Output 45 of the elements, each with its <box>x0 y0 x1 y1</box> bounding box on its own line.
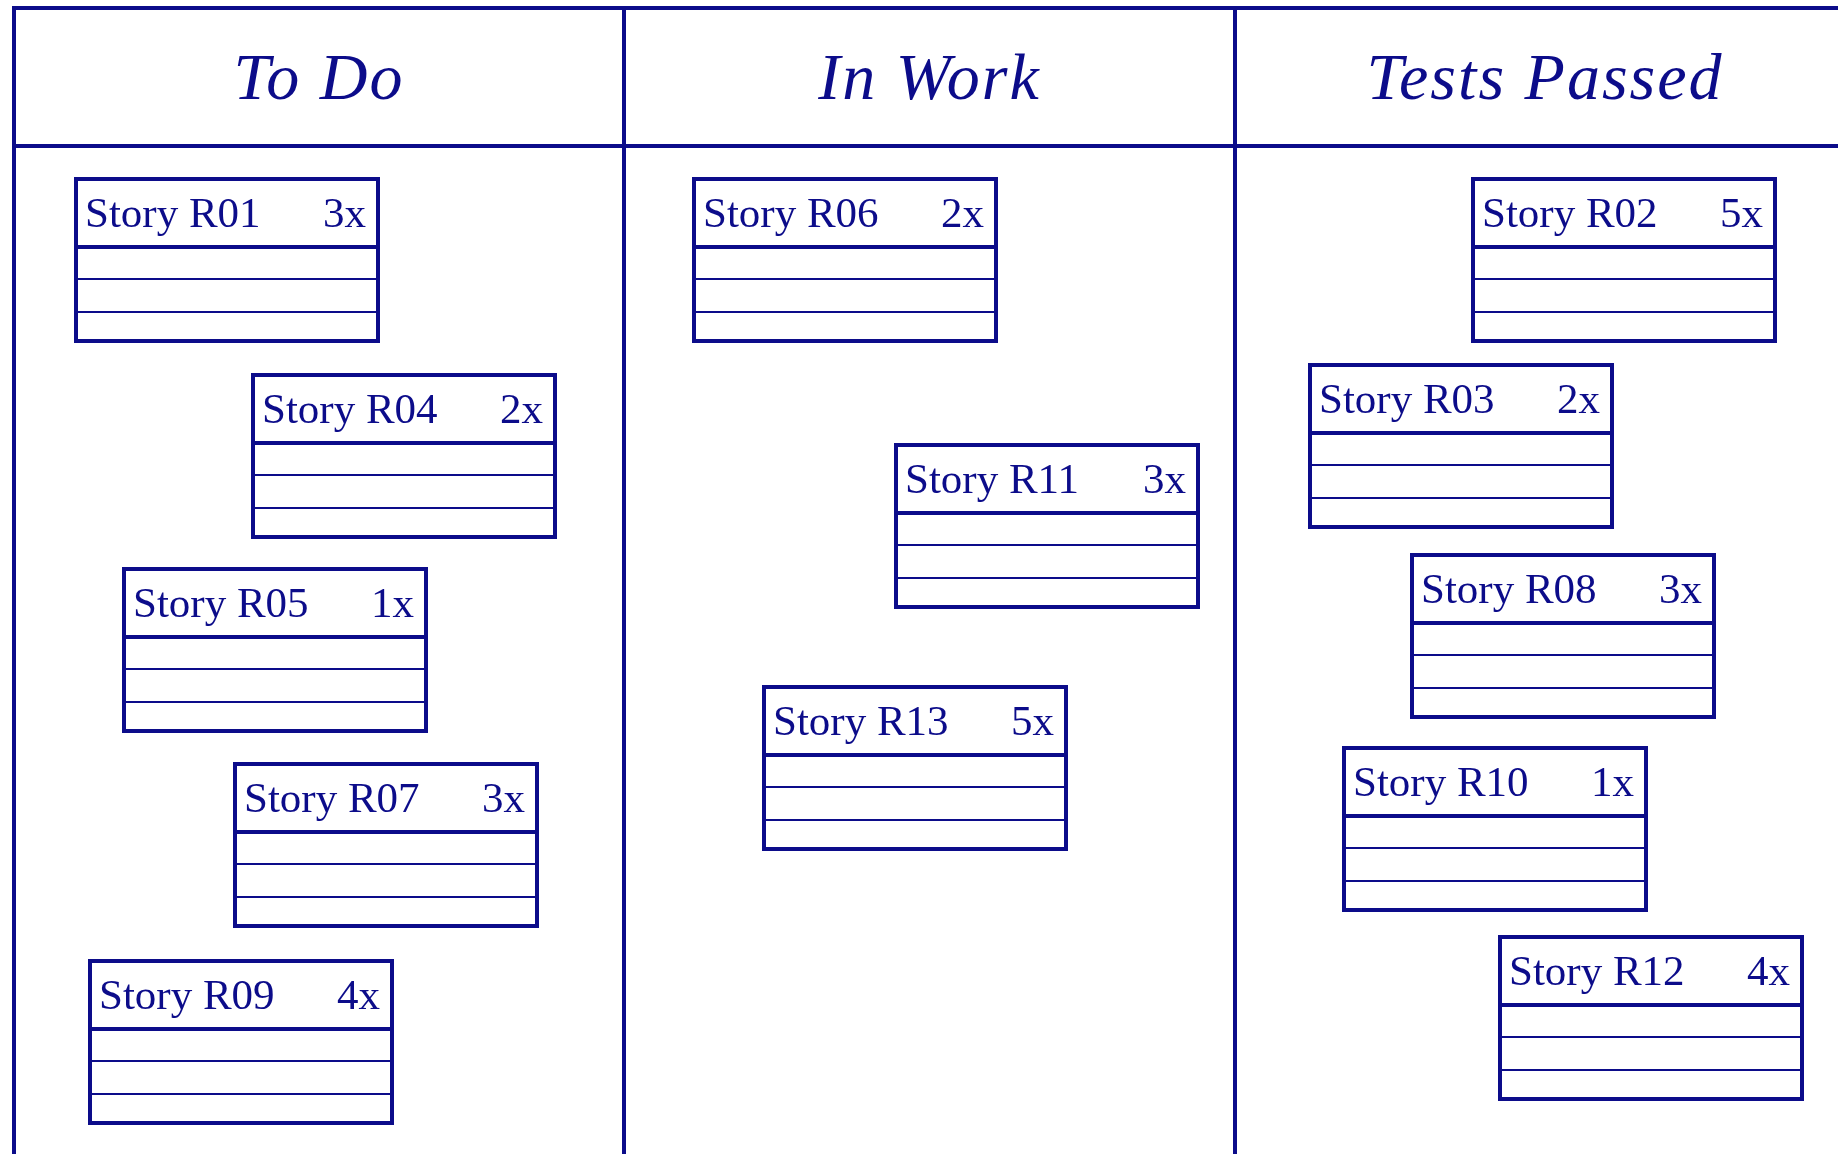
story-estimate: 4x <box>337 970 380 1020</box>
story-title: Story R06 <box>703 188 879 238</box>
column-heading: Tests Passed <box>1366 39 1724 115</box>
story-estimate: 5x <box>1011 696 1054 746</box>
story-title: Story R13 <box>773 696 949 746</box>
story-card <box>233 762 539 928</box>
story-estimate: 2x <box>1557 374 1600 424</box>
story-title: Story R09 <box>99 970 275 1020</box>
story-title: Story R11 <box>905 454 1079 504</box>
column-heading: To Do <box>233 39 405 115</box>
story-card <box>692 177 998 343</box>
story-title: Story R02 <box>1482 188 1658 238</box>
story-estimate: 1x <box>1591 757 1634 807</box>
story-card <box>251 373 557 539</box>
story-card <box>762 685 1068 851</box>
story-title: Story R04 <box>262 384 438 434</box>
story-title: Story R12 <box>1509 946 1685 996</box>
column-heading: In Work <box>818 39 1041 115</box>
board-column <box>12 6 622 1154</box>
story-card <box>1308 363 1614 529</box>
story-estimate: 5x <box>1720 188 1763 238</box>
story-card <box>1471 177 1777 343</box>
story-estimate: 1x <box>371 578 414 628</box>
story-title: Story R10 <box>1353 757 1529 807</box>
story-estimate: 3x <box>1143 454 1186 504</box>
story-card <box>1410 553 1716 719</box>
story-estimate: 2x <box>500 384 543 434</box>
story-title: Story R05 <box>133 578 309 628</box>
story-card <box>88 959 394 1125</box>
story-title: Story R08 <box>1421 564 1597 614</box>
story-card <box>1342 746 1648 912</box>
story-title: Story R07 <box>244 773 420 823</box>
story-card <box>1498 935 1804 1101</box>
board-column <box>622 6 1233 1154</box>
story-card <box>894 443 1200 609</box>
story-estimate: 3x <box>323 188 366 238</box>
story-card <box>122 567 428 733</box>
story-estimate: 3x <box>482 773 525 823</box>
story-title: Story R01 <box>85 188 261 238</box>
story-title: Story R03 <box>1319 374 1495 424</box>
board-column <box>1233 6 1838 1154</box>
story-estimate: 4x <box>1747 946 1790 996</box>
story-estimate: 2x <box>941 188 984 238</box>
story-estimate: 3x <box>1659 564 1702 614</box>
story-card <box>74 177 380 343</box>
